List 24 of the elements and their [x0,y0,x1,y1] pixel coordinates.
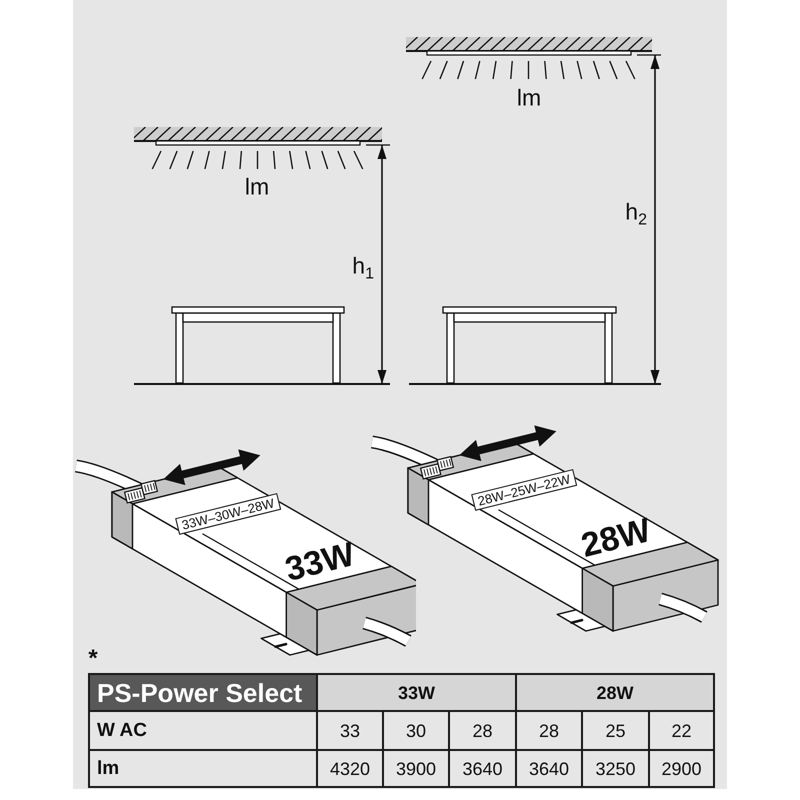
column-header-cell: 33W [317,674,516,711]
table-cell: 28 [516,711,582,750]
row-header-cell: lm [89,750,317,787]
table-cell: 33 [317,711,383,750]
footnote-mark: * [88,647,98,671]
table-cell: 28 [449,711,516,750]
wattage-label: 33W [282,537,358,587]
table-cell: 30 [383,711,449,750]
table-cell: 25 [582,711,649,750]
table-title-cell: PS-Power Select [89,674,317,711]
dimension-label: h$_{2}$ [625,200,647,224]
table-cell: 3900 [383,750,449,787]
column-header-cell: 28W [516,674,714,711]
table-cell: 2900 [649,750,714,787]
lumen-label: lm [516,86,542,110]
dimension-label: h$_{1}$ [352,254,374,278]
table-cell: 3640 [449,750,516,787]
table-cell: 4320 [317,750,383,787]
table-cell: 3640 [516,750,582,787]
lumen-label: lm [244,176,270,198]
table-cell: 22 [649,711,714,750]
wattage-label: 28W [578,513,654,563]
row-header-cell: W AC [89,711,317,750]
table-cell: 3250 [582,750,649,787]
